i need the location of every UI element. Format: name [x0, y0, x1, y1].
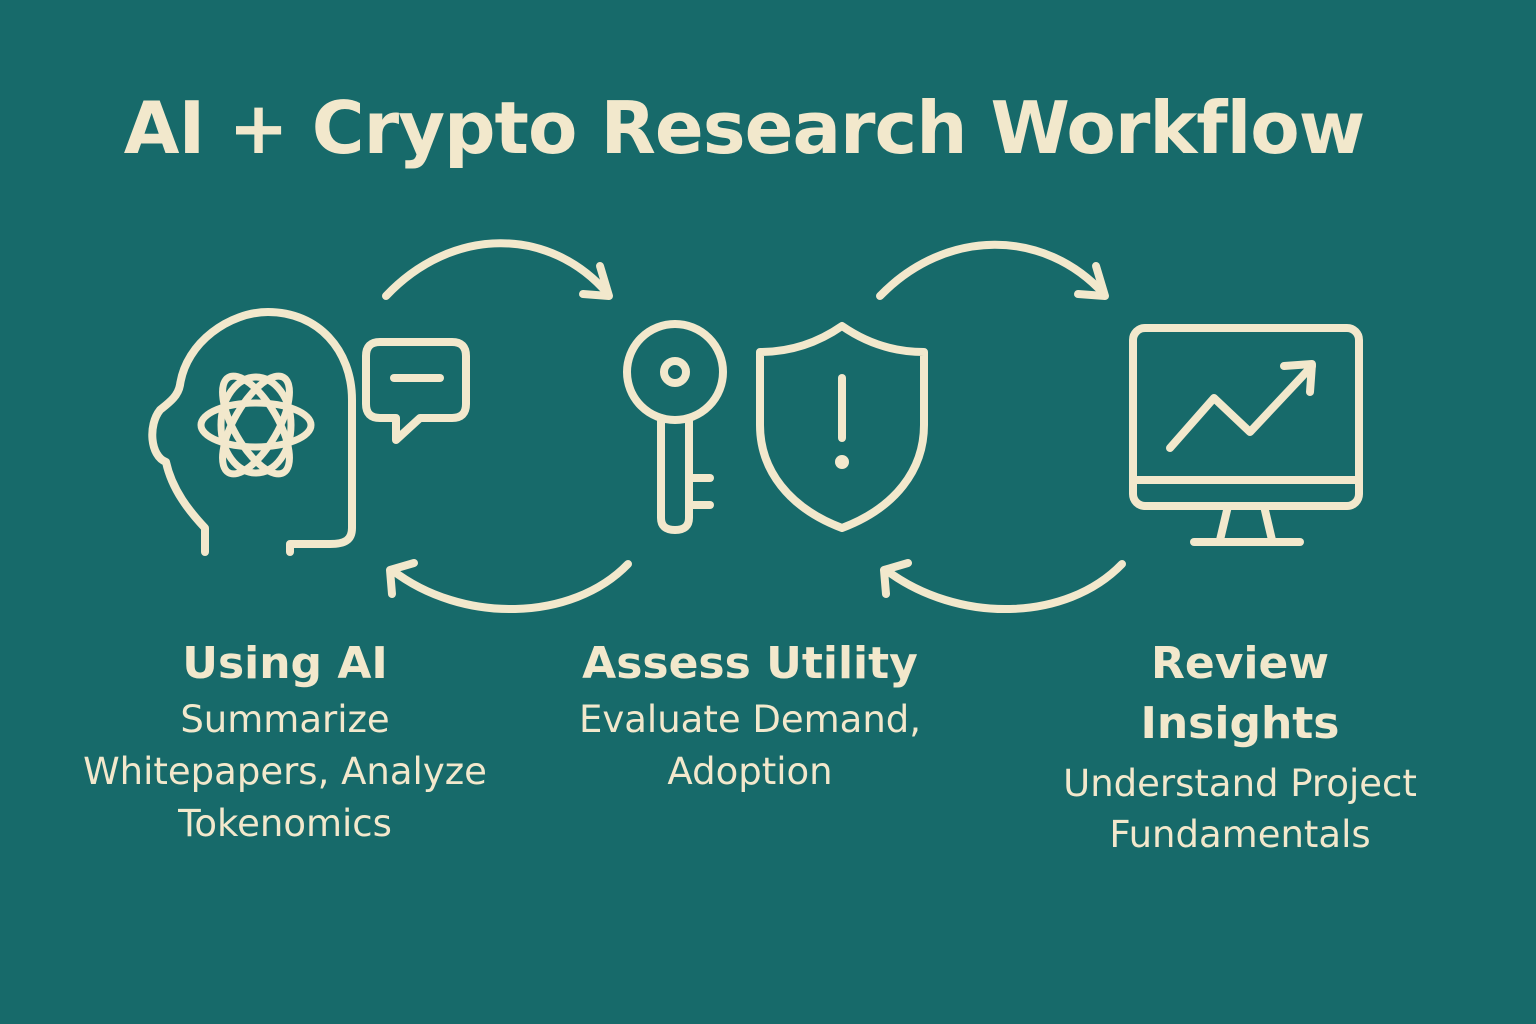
- step-heading: Using AI: [182, 638, 388, 689]
- curved-arrow-right-icon: [876, 240, 1109, 300]
- step-description: Summarize Whitepapers, Analyze Tokenomic…: [83, 698, 487, 845]
- step-description: Evaluate Demand, Adoption: [578, 698, 922, 793]
- curved-arrow-left-icon: [386, 559, 632, 614]
- step-using-ai: Using AI Summarize Whitepapers, Analyze …: [60, 634, 510, 850]
- step-heading: Assess Utility: [582, 638, 918, 689]
- step-description: Understand Project Fundamentals: [1063, 762, 1417, 856]
- step-review-insights: Review Insights Understand Project Funda…: [1060, 634, 1420, 860]
- head-icon: [148, 308, 356, 556]
- shield-alert-icon: [756, 322, 928, 532]
- step-assess-utility: Assess Utility Evaluate Demand, Adoption: [540, 634, 960, 798]
- page-title: AI + Crypto Research Workflow: [123, 86, 1366, 170]
- step-heading: Review Insights: [1140, 638, 1340, 749]
- monitor-chart-icon: [1129, 324, 1363, 546]
- ai-knot-icon: [197, 372, 315, 478]
- curved-arrow-left-icon: [880, 559, 1126, 614]
- curved-arrow-right-icon: [382, 239, 613, 300]
- chat-bubble-icon: [362, 338, 470, 444]
- key-icon: [623, 320, 727, 534]
